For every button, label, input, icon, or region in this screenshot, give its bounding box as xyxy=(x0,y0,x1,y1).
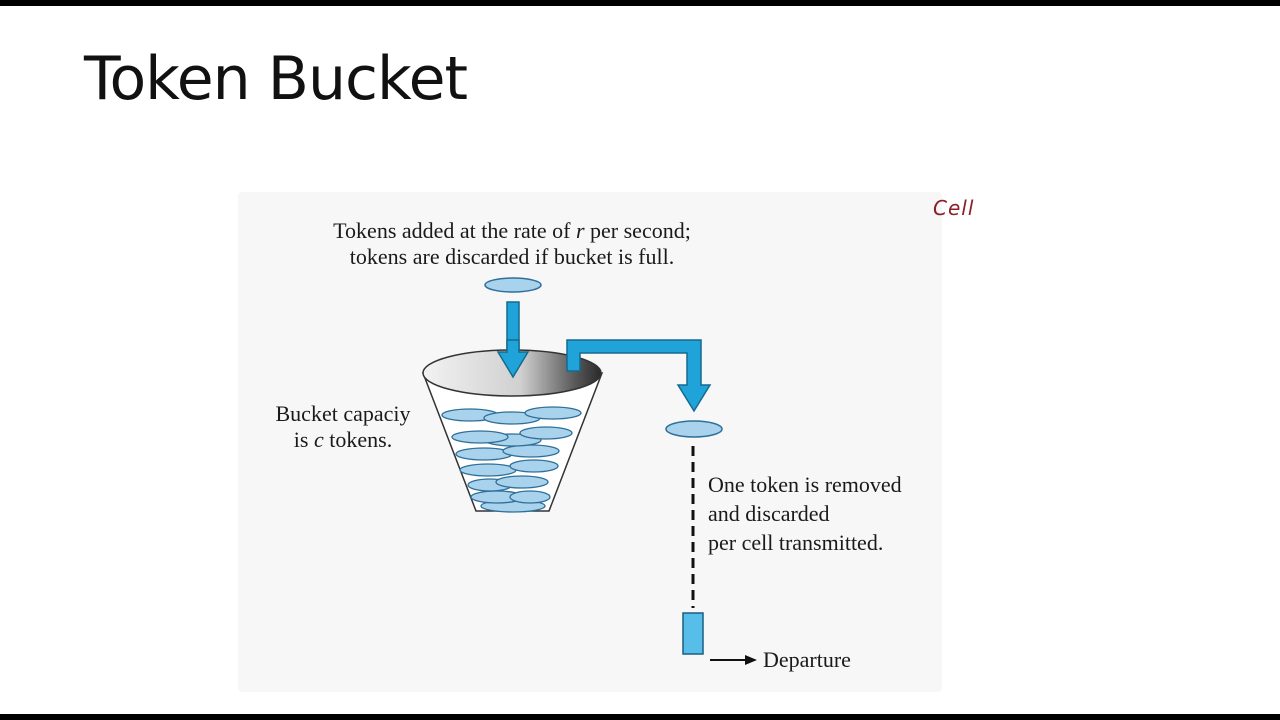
bucket-token xyxy=(509,490,551,504)
bucket-tokens xyxy=(441,406,582,513)
bucket-token xyxy=(524,406,582,420)
removed-token xyxy=(665,420,723,438)
token-input-arrow-tip xyxy=(496,339,530,379)
slide-title: Token Bucket xyxy=(84,44,468,114)
token-rate-line-2: tokens are discarded if bucket is full. xyxy=(349,244,675,269)
removed-label: One token is removed and discarded per c… xyxy=(708,470,902,557)
removed-line-3: per cell transmitted. xyxy=(708,530,884,555)
bucket-token xyxy=(519,426,573,440)
token-rate-line-1: Tokens added at the rate of r per second… xyxy=(333,218,691,243)
bucket-token xyxy=(459,463,517,477)
departure-arrow-head xyxy=(745,655,757,665)
handwritten-annotation: Cell xyxy=(933,196,975,220)
bucket-token xyxy=(509,459,559,473)
removed-line-2: and discarded xyxy=(708,501,830,526)
removed-line-1: One token is removed xyxy=(708,472,902,497)
transmitted-cell xyxy=(682,612,704,655)
token-rate-label: Tokens added at the rate of r per second… xyxy=(270,218,754,270)
bucket-token xyxy=(502,444,560,458)
variable-c: c xyxy=(313,427,324,452)
incoming-token xyxy=(484,277,542,293)
departure-label: Departure xyxy=(763,647,851,672)
capacity-label: Bucket capaciy is c tokens. xyxy=(258,401,428,453)
capacity-line-1: Bucket capaciy xyxy=(275,401,411,426)
token-output-arrow xyxy=(566,339,712,413)
bottom-border xyxy=(0,714,1280,720)
bucket-token xyxy=(451,430,509,444)
top-border xyxy=(0,0,1280,6)
bucket-token xyxy=(495,475,549,489)
variable-r: r xyxy=(575,218,585,243)
figure-background xyxy=(238,192,942,692)
capacity-line-2: is c tokens. xyxy=(293,427,393,452)
